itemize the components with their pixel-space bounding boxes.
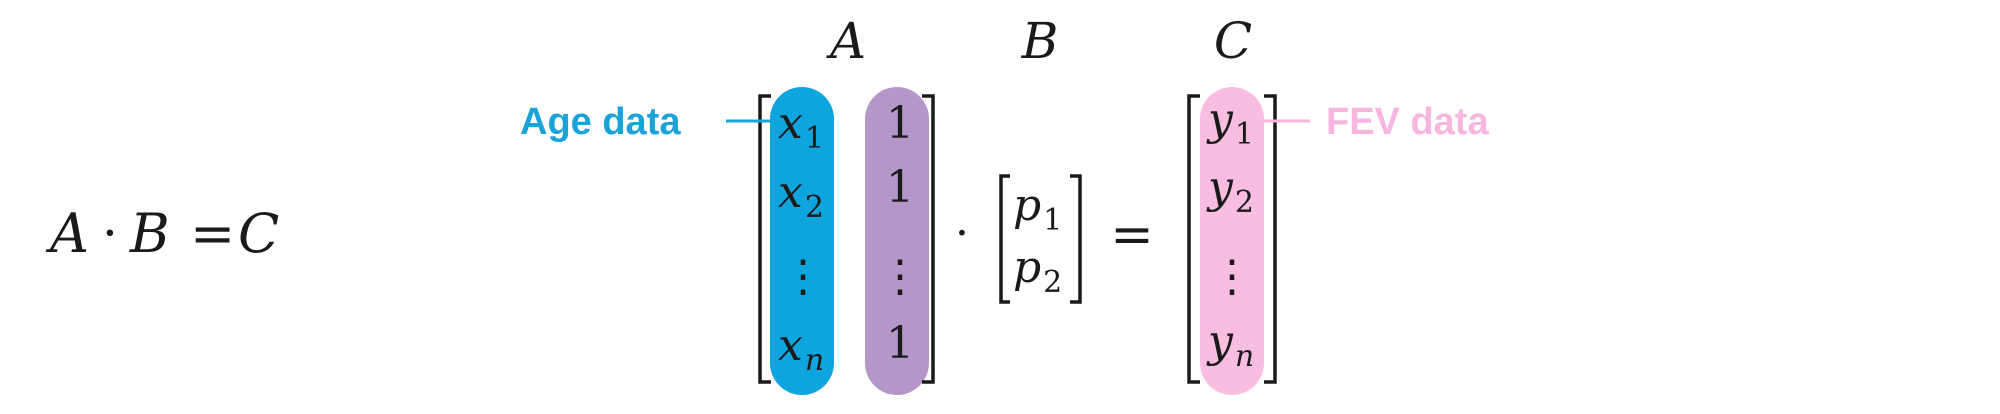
matrix-b-entry: p2	[1013, 242, 1062, 300]
matrix-a-entry: x1	[778, 98, 824, 156]
matrix-a-entry: x2	[778, 167, 824, 225]
equals-sign: =	[1110, 205, 1154, 265]
matrix-b-entry: p1	[1013, 180, 1062, 238]
matrix-a-entry: xn	[778, 320, 824, 378]
matrix-c-vdots: ⋮	[1210, 251, 1254, 302]
matrix-c-column: y1 y2 ⋮ yn	[1206, 94, 1254, 374]
fev-data-label: FEV data	[1326, 101, 1489, 143]
matrix-a-one: 1	[886, 162, 914, 213]
equation-rhs-c: C	[238, 202, 279, 265]
age-data-label: Age data	[520, 101, 681, 143]
matrix-a-column-x: x1 x2 ⋮ xn	[778, 98, 825, 378]
ones-column-highlight	[865, 87, 929, 395]
matrix-a-right-bracket	[922, 94, 935, 384]
age-data-callout: Age data	[520, 101, 774, 143]
matrix-b-column: p1 p2	[1013, 180, 1062, 300]
fev-column-highlight	[1200, 87, 1264, 395]
matrix-c-right-bracket	[1264, 94, 1277, 384]
matrix-b-right-bracket	[1070, 174, 1082, 304]
matrix-b-heading: B	[1021, 12, 1059, 70]
matrix-a-heading: A	[826, 12, 866, 70]
matrix-c-left-bracket	[1187, 94, 1200, 384]
matrix-c-entry: y2	[1206, 162, 1254, 220]
matrix-c-entry: yn	[1206, 316, 1254, 374]
matrix-a-column-ones: 1 1 ⋮ 1	[878, 98, 922, 369]
matrix-a-one: 1	[886, 318, 914, 369]
matrix-c-entry: y1	[1206, 94, 1254, 152]
multiply-dot: ·	[955, 208, 969, 259]
matrix-a-left-bracket	[758, 94, 771, 384]
age-column-highlight	[770, 87, 834, 395]
matrix-a-vdots: ⋮	[878, 251, 922, 302]
matrix-b-left-bracket	[999, 174, 1010, 304]
fev-data-callout: FEV data	[1262, 101, 1489, 143]
matrix-a-vdots: ⋮	[781, 251, 825, 302]
equation-lhs-a: A	[45, 202, 89, 265]
equation-summary: A · B = C	[45, 202, 279, 265]
equation-equals: =	[190, 202, 235, 265]
matrix-a-one: 1	[886, 98, 914, 149]
equation-dot: ·	[102, 204, 118, 262]
matrix-c-heading: C	[1214, 12, 1252, 70]
equation-lhs-b: B	[129, 202, 170, 265]
